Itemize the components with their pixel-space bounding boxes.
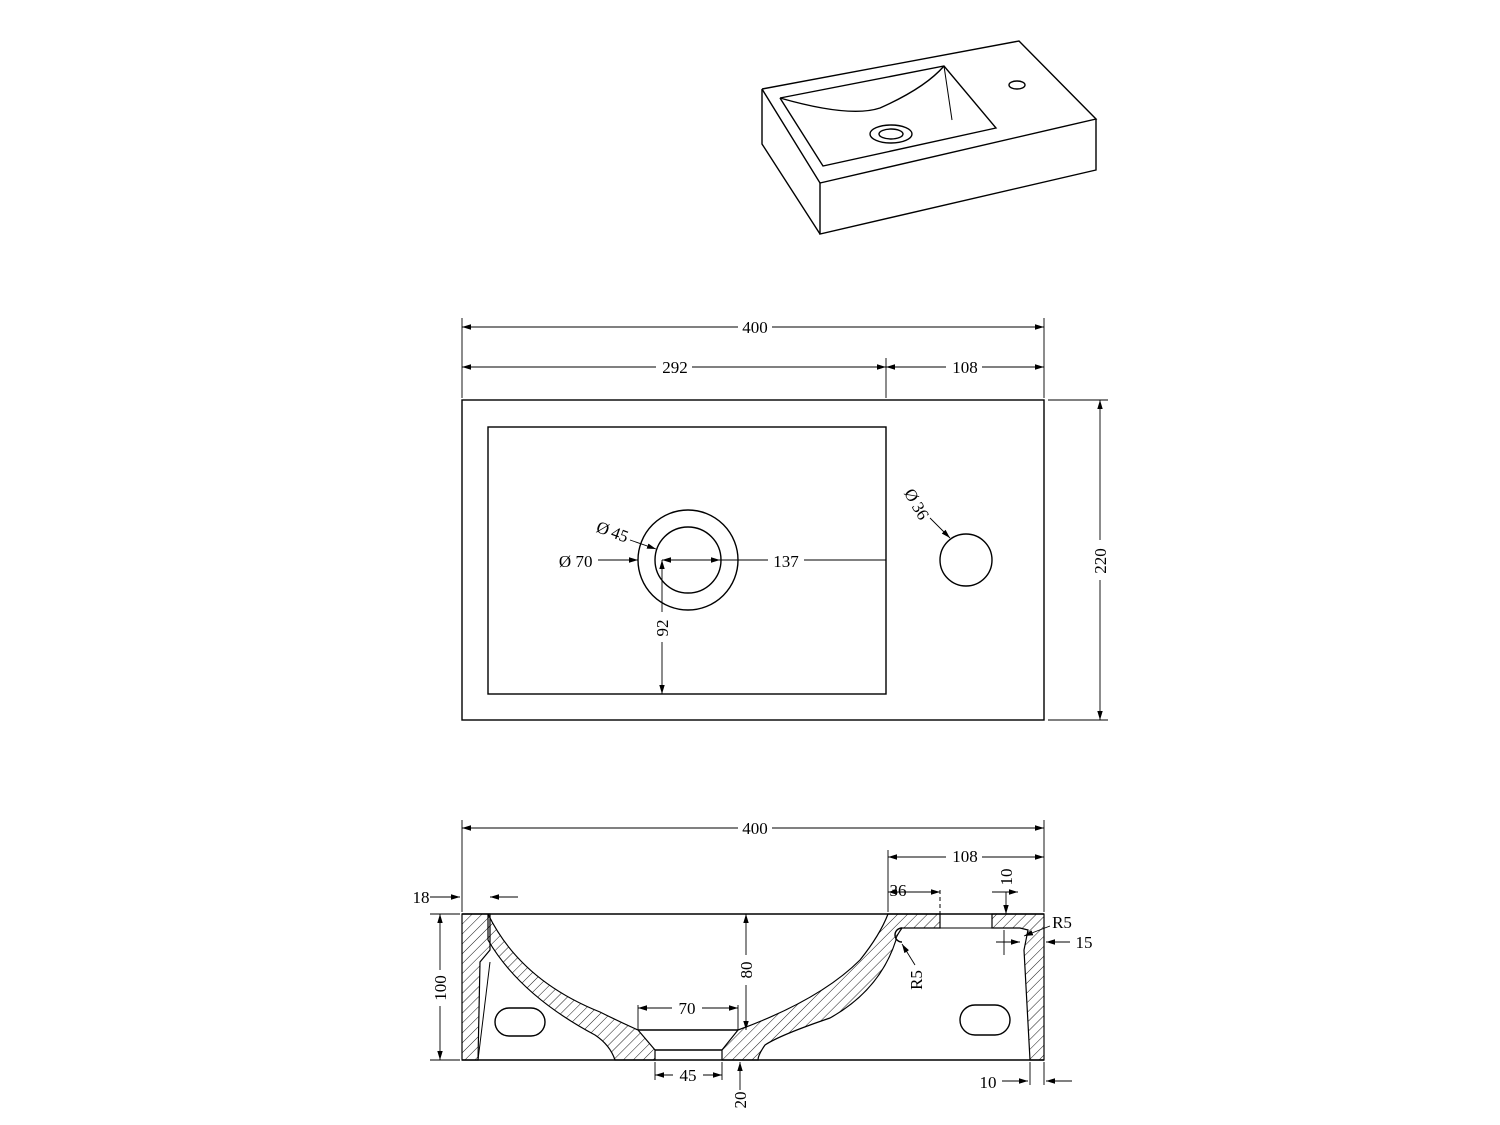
dim-section-drain-top: 70 bbox=[679, 999, 696, 1018]
dim-section-height: 100 bbox=[431, 975, 450, 1001]
tap-hole-circle bbox=[939, 533, 993, 587]
basin-outline-top bbox=[487, 426, 887, 695]
dim-drain-offset-y: 92 bbox=[653, 620, 672, 637]
dim-section-drain-bottom: 45 bbox=[680, 1066, 697, 1085]
dim-section-deck-width: 108 bbox=[952, 847, 978, 866]
dim-section-tap-hole: 36 bbox=[890, 881, 907, 900]
dim-section-side-wall: 15 bbox=[1076, 933, 1093, 952]
slot-right bbox=[959, 1004, 1011, 1036]
slot-left bbox=[494, 1007, 546, 1037]
dim-drain-inner-symbol: Ø bbox=[594, 517, 612, 539]
dim-top-overall-width: 400 bbox=[742, 318, 768, 337]
dim-section-foot: 10 bbox=[980, 1073, 997, 1092]
dim-drain-inner: 45 bbox=[609, 523, 631, 547]
dim-section-rim: 18 bbox=[413, 888, 430, 907]
dim-drain-offset-x: 137 bbox=[773, 552, 799, 571]
dim-section-radius-1: R5 bbox=[907, 970, 926, 990]
dim-top-basin-width: 292 bbox=[662, 358, 688, 377]
dim-section-radius-2: R5 bbox=[1052, 913, 1072, 932]
dim-section-overall-width: 400 bbox=[742, 819, 768, 838]
dim-section-top-slot: 10 bbox=[997, 869, 1016, 886]
dim-drain-outer-symbol: Ø bbox=[559, 552, 571, 571]
sink-outline-top bbox=[461, 399, 1045, 721]
drain-iso bbox=[869, 124, 913, 144]
dim-top-deck-width: 108 bbox=[952, 358, 978, 377]
dim-section-base-thickness: 20 bbox=[731, 1092, 750, 1109]
dim-top-depth: 220 bbox=[1091, 548, 1110, 574]
top-view: 400 292 108 220 137 92 Ø 70 Ø 45 bbox=[461, 316, 1110, 721]
tap-hole-iso bbox=[1008, 80, 1026, 90]
dim-drain-outer: 70 bbox=[576, 552, 593, 571]
isometric-view bbox=[761, 40, 1098, 235]
dim-section-bowl-depth: 80 bbox=[737, 962, 756, 979]
dim-tap-hole: 36 bbox=[908, 499, 933, 523]
section-view: 400 108 36 10 R5 15 R5 18 100 bbox=[413, 817, 1093, 1109]
